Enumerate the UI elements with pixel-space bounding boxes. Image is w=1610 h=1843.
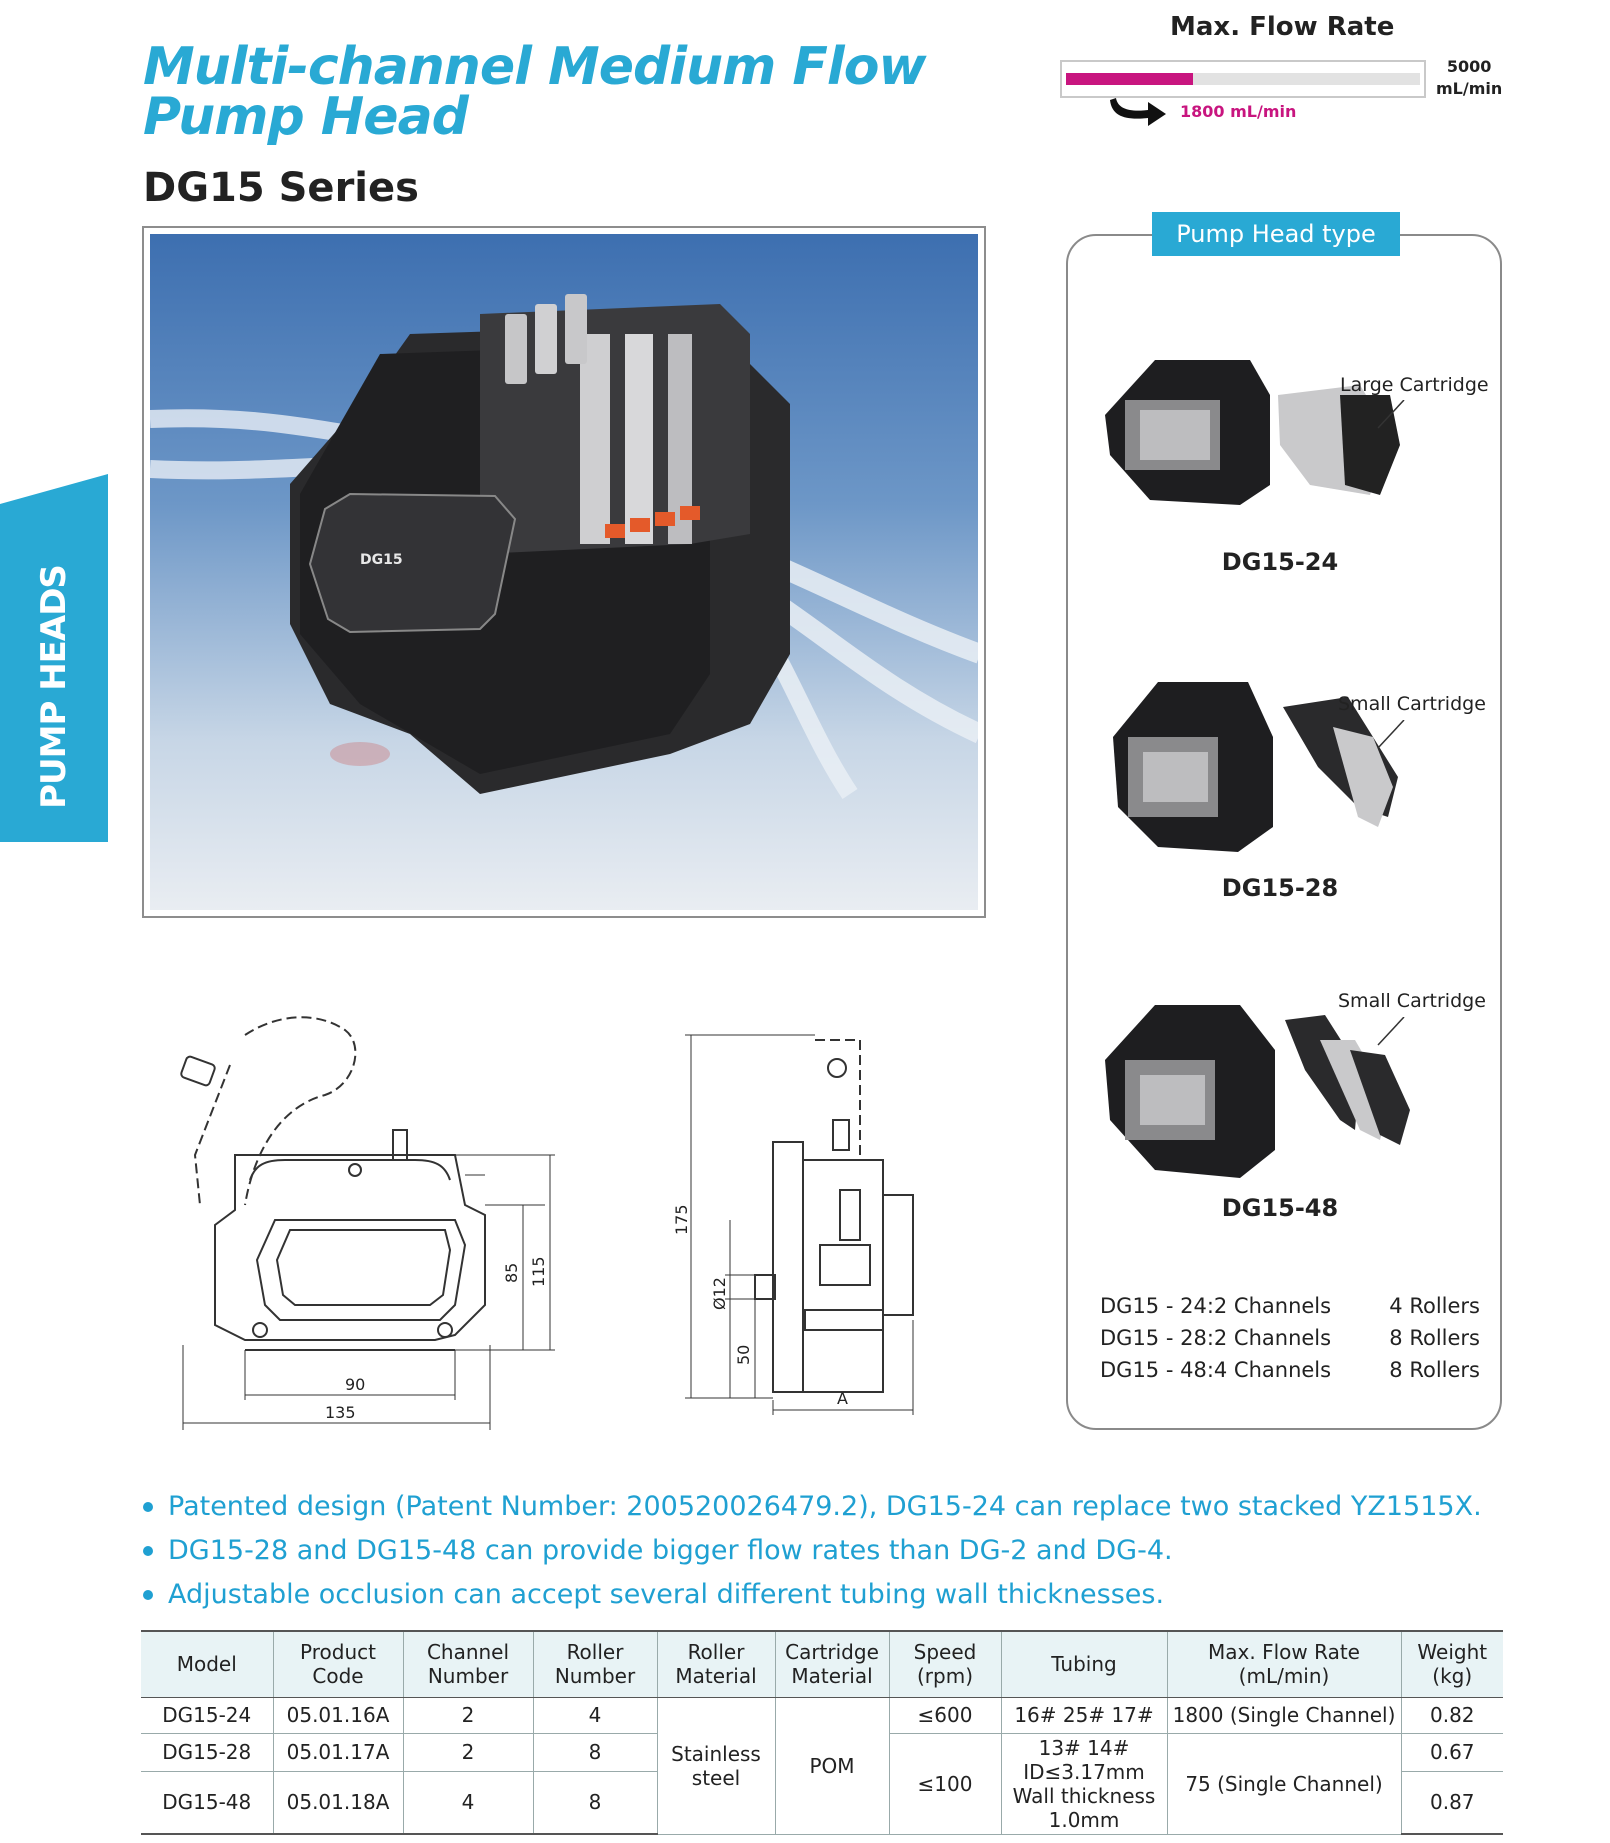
cell-speed: ≤600 bbox=[888, 1696, 1002, 1734]
dg15-28-cartridge-label: Small Cartridge bbox=[1338, 693, 1486, 715]
product-photo-canvas: DG15 bbox=[150, 234, 978, 910]
dg15-48-cartridge-label: Small Cartridge bbox=[1338, 990, 1486, 1012]
curved-arrow-icon bbox=[1110, 98, 1166, 126]
dim-front-height-inner: 85 bbox=[502, 1263, 521, 1283]
header-weight: Weight(kg) bbox=[1400, 1630, 1503, 1698]
header-tubing: Tubing bbox=[1000, 1630, 1168, 1698]
pump-head-illustration: DG15 bbox=[150, 294, 978, 799]
flow-rate-max-unit: mL/min bbox=[1436, 79, 1503, 98]
cell-model: DG15-48 bbox=[141, 1770, 274, 1835]
series-name: DG15 Series bbox=[143, 165, 419, 211]
max-flow-rate-gauge: Max. Flow Rate 5000 mL/min 1800 mL/min bbox=[1060, 12, 1520, 132]
cell-cartridge-material: POM bbox=[774, 1696, 890, 1835]
feature-item: Adjustable occlusion can accept several … bbox=[140, 1573, 1520, 1617]
cell-channels: 2 bbox=[402, 1732, 534, 1772]
cell-weight: 0.87 bbox=[1400, 1770, 1503, 1835]
cell-flow: 1800 (Single Channel) bbox=[1166, 1696, 1402, 1734]
cell-rollers: 4 bbox=[532, 1696, 658, 1734]
front-view-drawing: 90 135 85 115 bbox=[180, 1016, 555, 1430]
flow-rate-fill bbox=[1066, 73, 1193, 85]
side-tab-label: PUMP HEADS bbox=[34, 565, 74, 810]
section-side-tab: PUMP HEADS bbox=[0, 474, 108, 842]
feature-item: DG15-28 and DG15-48 can provide bigger f… bbox=[140, 1529, 1520, 1573]
dg15-24-name: DG15-24 bbox=[1221, 548, 1339, 576]
feature-list: Patented design (Patent Number: 20052002… bbox=[140, 1485, 1520, 1617]
dim-front-width-outer: 135 bbox=[325, 1403, 356, 1422]
cell-model: DG15-28 bbox=[141, 1732, 274, 1772]
dim-side-base: 50 bbox=[734, 1345, 753, 1365]
cell-model: DG15-24 bbox=[141, 1696, 274, 1734]
dim-side-depth: A bbox=[837, 1389, 848, 1408]
cell-flow: 75 (Single Channel) bbox=[1166, 1732, 1402, 1835]
dg15-48-product-image bbox=[1105, 1005, 1410, 1178]
cell-code: 05.01.16A bbox=[272, 1696, 404, 1734]
dg15-28-leader-line bbox=[1377, 720, 1405, 749]
dim-front-width-inner: 90 bbox=[345, 1375, 365, 1394]
dg15-24-cartridge-label: Large Cartridge bbox=[1340, 374, 1489, 396]
title-line-1: Multi-channel Medium Flow bbox=[143, 37, 927, 97]
header-speed: Speed(rpm) bbox=[888, 1630, 1002, 1698]
dim-side-shaft: Ø12 bbox=[710, 1277, 729, 1310]
feature-item: Patented design (Patent Number: 20052002… bbox=[140, 1485, 1520, 1529]
cell-channels: 4 bbox=[402, 1770, 534, 1835]
page-title: Multi-channel Medium Flow Pump Head bbox=[143, 37, 943, 147]
flow-rate-max-value: 5000 bbox=[1446, 57, 1492, 76]
header-max-flow-rate: Max. Flow Rate(mL/min) bbox=[1166, 1630, 1402, 1698]
dg15-28-name: DG15-28 bbox=[1221, 874, 1339, 902]
dg15-24-product-image bbox=[1105, 360, 1400, 505]
side-view-drawing: 175 Ø12 50 A bbox=[672, 1034, 914, 1415]
flow-rate-bar bbox=[1060, 60, 1426, 98]
cell-tubing: 16# 25# 17# bbox=[1000, 1696, 1168, 1734]
cell-speed: ≤100 bbox=[888, 1732, 1002, 1835]
cell-code: 05.01.18A bbox=[272, 1770, 404, 1835]
cell-rollers: 8 bbox=[532, 1770, 658, 1835]
dg15-48-leader-line bbox=[1377, 1017, 1405, 1046]
cell-code: 05.01.17A bbox=[272, 1732, 404, 1772]
dg15-28-product-image bbox=[1113, 682, 1398, 852]
table-row: DG15-28 05.01.17A 2 8 ≤100 13# 14#ID≤3.1… bbox=[141, 1732, 1503, 1835]
cell-weight: 0.67 bbox=[1400, 1732, 1503, 1772]
title-line-2: Pump Head bbox=[143, 87, 469, 147]
pump-head-type-heading: Pump Head type bbox=[1152, 212, 1400, 256]
photo-model-label: DG15 bbox=[360, 552, 403, 568]
dg15-24-leader-line bbox=[1377, 400, 1405, 429]
cell-weight: 0.82 bbox=[1400, 1696, 1503, 1734]
dim-front-height-outer: 115 bbox=[529, 1256, 548, 1287]
cell-channels: 2 bbox=[402, 1696, 534, 1734]
flow-rate-title: Max. Flow Rate bbox=[1170, 12, 1395, 42]
header-model: Model bbox=[141, 1630, 274, 1698]
flow-rate-current: 1800 mL/min bbox=[1180, 102, 1297, 121]
cell-rollers: 8 bbox=[532, 1732, 658, 1772]
dg15-48-name: DG15-48 bbox=[1221, 1194, 1339, 1222]
flow-rate-max: 5000 mL/min bbox=[1436, 56, 1502, 100]
dim-side-height: 175 bbox=[672, 1204, 691, 1235]
product-photo: DG15 bbox=[142, 226, 986, 918]
table-row: DG15-48 05.01.18A 4 8 0.87 bbox=[141, 1770, 1503, 1835]
